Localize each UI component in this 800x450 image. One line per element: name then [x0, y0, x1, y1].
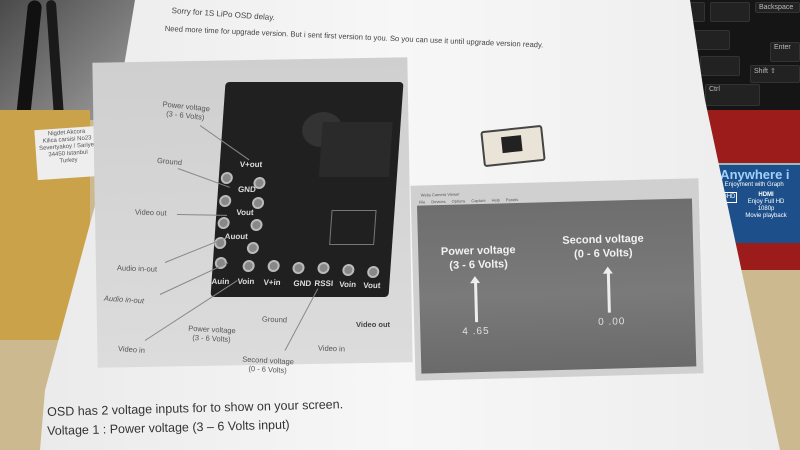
chip — [318, 122, 393, 177]
osd-value-second: 0 .00 — [597, 316, 626, 328]
menu-item: Options — [451, 198, 466, 204]
window-title: Webs Camera Viewer — [420, 191, 460, 198]
solder-pad — [267, 260, 281, 272]
solder-pad — [246, 242, 260, 254]
arrow-up-icon — [474, 282, 479, 323]
pin-label: Voin — [339, 280, 357, 289]
menu-item: Devices — [431, 198, 446, 205]
screen-capture-printout: Webs Camera Viewer File Devices Options … — [410, 178, 704, 381]
sticker-movie: Movie playback — [745, 213, 787, 219]
address-label: Nigdet Akcora Kilica carsisi No23 Severt… — [34, 125, 102, 181]
solder-pad — [341, 264, 355, 276]
key-ctrl: Ctrl — [705, 84, 760, 106]
solder-pad — [317, 262, 330, 274]
key — [710, 2, 750, 22]
osd-label-second: Second voltage(0 - 6 Volts) — [553, 231, 654, 262]
pin-label: GND — [237, 185, 257, 194]
menu-item: File — [418, 199, 426, 205]
solder-pad — [366, 266, 380, 278]
key-enter: Enter — [770, 42, 800, 62]
callout-ground-bottom: Ground — [261, 314, 288, 325]
pin-label: Vout — [362, 281, 381, 290]
menu-item: Help — [491, 197, 500, 203]
callout-video-in: Video in — [117, 344, 146, 355]
menu-item: Capture — [471, 197, 486, 204]
pin-label: RSSI — [314, 279, 334, 288]
osd-text: Power voltage — [440, 244, 516, 259]
osd-value-power: 4 .65 — [462, 325, 490, 338]
video-screen: Power voltage(3 - 6 Volts) 4 .65 Second … — [417, 198, 697, 374]
solder-pad — [218, 195, 232, 207]
pin-label: GND — [293, 279, 312, 288]
key — [700, 56, 740, 76]
callout-video-out-right: Video out — [356, 320, 391, 329]
osd-text: (0 - 6 Volts) — [573, 247, 633, 261]
callout-power-voltage-bottom: Power voltage(3 - 6 Volts) — [188, 324, 236, 344]
osd-label-power: Power voltage(3 - 6 Volts) — [428, 243, 529, 274]
pin-label: V+in — [263, 278, 281, 287]
pin-label: Voin — [237, 277, 255, 286]
callout-video-in-2: Video in — [317, 343, 346, 354]
key-backspace: Backspace — [755, 2, 800, 13]
solder-pad — [242, 260, 256, 272]
callout-second-voltage: Second voltage(0 - 6 Volts) — [242, 355, 294, 376]
callout-audio-in-out: Audio in-out — [116, 263, 158, 274]
solder-pad — [292, 262, 305, 274]
sticker-1080p: 1080p — [757, 206, 775, 212]
osd-board: V+out GND Vout Auout Auin Voin V+in GND … — [210, 82, 404, 297]
pin-label: Auin — [211, 277, 230, 286]
sticker-fullhd: Enjoy Full HD — [747, 199, 785, 205]
chip — [329, 210, 377, 245]
key-shift: Shift ⇧ — [750, 65, 800, 83]
osd-text: Second voltage — [562, 232, 644, 247]
solder-pad — [217, 217, 231, 229]
arrow-up-icon — [606, 272, 611, 313]
menu-item: Panels — [505, 196, 519, 203]
solder-pad — [250, 219, 263, 231]
callout-video-out: Video out — [134, 207, 167, 218]
osd-text: (3 - 6 Volts) — [449, 258, 508, 272]
osd-module-board — [480, 124, 546, 168]
sticker-subtitle: ultimedia Enjoyment with Graph — [699, 182, 784, 188]
solder-pad — [220, 172, 234, 184]
pin-label: Vout — [236, 208, 254, 217]
sticker-hdmi: HDMI — [758, 192, 774, 198]
chip — [501, 135, 523, 154]
pin-label: V+out — [239, 160, 263, 169]
